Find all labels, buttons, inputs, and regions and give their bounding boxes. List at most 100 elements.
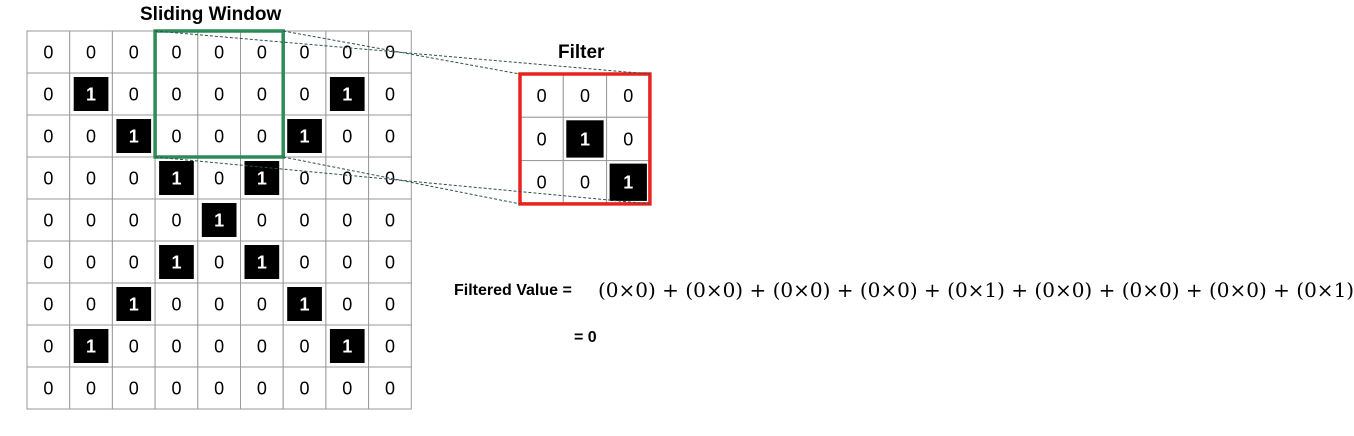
input-cell-value-0-1: 0 — [86, 42, 96, 62]
input-cell-value-4-8: 0 — [385, 210, 395, 230]
input-cell-1-0 — [26, 72, 71, 116]
input-cell-value-5-2: 0 — [129, 252, 139, 272]
input-cell-value-3-5: 1 — [257, 168, 267, 188]
input-cell-value-0-2: 0 — [129, 42, 139, 62]
input-cell-value-8-0: 0 — [43, 378, 53, 398]
input-cell-8-0 — [26, 366, 71, 410]
connector-line-3 — [283, 156, 521, 205]
input-cell-5-0 — [26, 240, 71, 284]
input-cell-fill-3-3 — [159, 161, 194, 195]
input-cell-value-7-3: 0 — [171, 336, 181, 356]
filter-cell-value-0-2: 0 — [623, 86, 633, 106]
input-cell-value-0-5: 0 — [257, 42, 267, 62]
input-cell-fill-6-6 — [287, 287, 322, 321]
input-cell-value-2-4: 0 — [214, 126, 224, 146]
input-cell-fill-4-4 — [201, 203, 237, 237]
filter-cell-value-0-1: 0 — [580, 86, 590, 106]
input-cell-value-2-2: 1 — [129, 126, 139, 146]
input-cell-2-7 — [325, 114, 370, 158]
input-cell-4-5 — [240, 198, 284, 242]
input-cell-4-6 — [282, 198, 327, 242]
input-cell-value-4-4: 1 — [214, 210, 224, 230]
input-cell-value-8-5: 0 — [257, 378, 267, 398]
input-cell-8-7 — [325, 366, 370, 410]
input-cell-fill-2-2 — [116, 119, 152, 153]
input-cell-7-3 — [154, 324, 199, 368]
input-cell-value-5-7: 0 — [342, 252, 352, 272]
sliding-window-title: Sliding Window — [140, 4, 282, 25]
filter-cell-fill-2-2 — [609, 163, 647, 201]
input-cell-value-7-2: 0 — [129, 336, 139, 356]
filter-title: Filter — [558, 42, 605, 63]
input-cell-value-2-5: 0 — [257, 126, 267, 146]
input-cell-fill-1-7 — [329, 77, 365, 111]
filter-border — [518, 72, 652, 206]
input-cell-4-1 — [69, 198, 113, 242]
input-cell-4-7 — [325, 198, 370, 242]
input-cell-value-6-4: 0 — [214, 294, 224, 314]
input-cell-fill-5-3 — [159, 245, 194, 279]
input-cell-value-4-0: 0 — [43, 210, 53, 230]
input-cell-8-5 — [240, 366, 284, 410]
input-cell-value-1-8: 0 — [385, 84, 395, 104]
input-cell-7-6 — [282, 324, 327, 368]
filter-cell-1-2 — [606, 116, 651, 162]
input-cell-4-3 — [154, 198, 199, 242]
input-cell-value-1-6: 0 — [300, 84, 310, 104]
input-cell-0-5 — [240, 30, 284, 74]
input-cell-value-7-7: 1 — [342, 336, 352, 356]
window-connector-lines — [155, 30, 650, 205]
input-cell-value-3-0: 0 — [43, 168, 53, 188]
input-cell-0-7 — [325, 30, 370, 74]
input-cell-value-7-8: 0 — [385, 336, 395, 356]
input-cell-6-3 — [154, 282, 199, 326]
input-cell-value-6-6: 1 — [300, 294, 310, 314]
filter-cell-value-2-0: 0 — [537, 173, 547, 193]
input-cell-value-1-5: 0 — [257, 84, 267, 104]
input-cell-5-4 — [197, 240, 242, 284]
input-cell-value-8-1: 0 — [86, 378, 96, 398]
input-cell-value-1-0: 0 — [43, 84, 53, 104]
filter-cell-value-1-1: 1 — [580, 129, 590, 149]
filter-cell-value-2-1: 0 — [580, 173, 590, 193]
input-cell-1-5 — [240, 72, 284, 116]
input-cell-value-1-7: 1 — [342, 84, 352, 104]
filter-cell-value-1-0: 0 — [537, 129, 547, 149]
filtered-value-label: Filtered Value = — [454, 282, 572, 299]
input-cell-2-8 — [368, 114, 412, 158]
filtered-value-equation: (0×0) + (0×0) + (0×0) + (0×0) + (0×1) + … — [598, 278, 1354, 302]
input-cell-value-2-1: 0 — [86, 126, 96, 146]
input-cell-5-8 — [368, 240, 412, 284]
input-cell-fill-7-7 — [329, 329, 365, 363]
input-cell-value-2-8: 0 — [385, 126, 395, 146]
input-cell-value-5-3: 1 — [171, 252, 181, 272]
input-cell-1-8 — [368, 72, 412, 116]
filtered-value-result: = 0 — [574, 329, 597, 346]
input-cell-6-8 — [368, 282, 412, 326]
sliding-window-highlight — [153, 29, 285, 159]
input-cell-value-0-3: 0 — [171, 42, 181, 62]
input-cell-value-3-1: 0 — [86, 168, 96, 188]
input-cell-7-8 — [368, 324, 412, 368]
input-cell-value-6-0: 0 — [43, 294, 53, 314]
input-cell-value-1-3: 0 — [171, 84, 181, 104]
input-cell-6-1 — [69, 282, 113, 326]
input-cell-value-3-3: 1 — [171, 168, 181, 188]
input-cell-1-2 — [111, 72, 156, 116]
input-cell-fill-6-2 — [116, 287, 152, 321]
input-cell-2-5 — [240, 114, 284, 158]
input-cell-value-8-8: 0 — [385, 378, 395, 398]
input-cell-value-2-0: 0 — [43, 126, 53, 146]
input-cell-value-4-1: 0 — [86, 210, 96, 230]
input-cell-5-7 — [325, 240, 370, 284]
input-cell-value-5-1: 0 — [86, 252, 96, 272]
input-cell-value-3-6: 0 — [300, 168, 310, 188]
input-cell-value-5-6: 0 — [300, 252, 310, 272]
input-cell-6-4 — [197, 282, 242, 326]
input-cell-value-0-0: 0 — [43, 42, 53, 62]
input-cell-value-3-2: 0 — [129, 168, 139, 188]
input-cell-8-3 — [154, 366, 199, 410]
input-cell-value-8-6: 0 — [300, 378, 310, 398]
